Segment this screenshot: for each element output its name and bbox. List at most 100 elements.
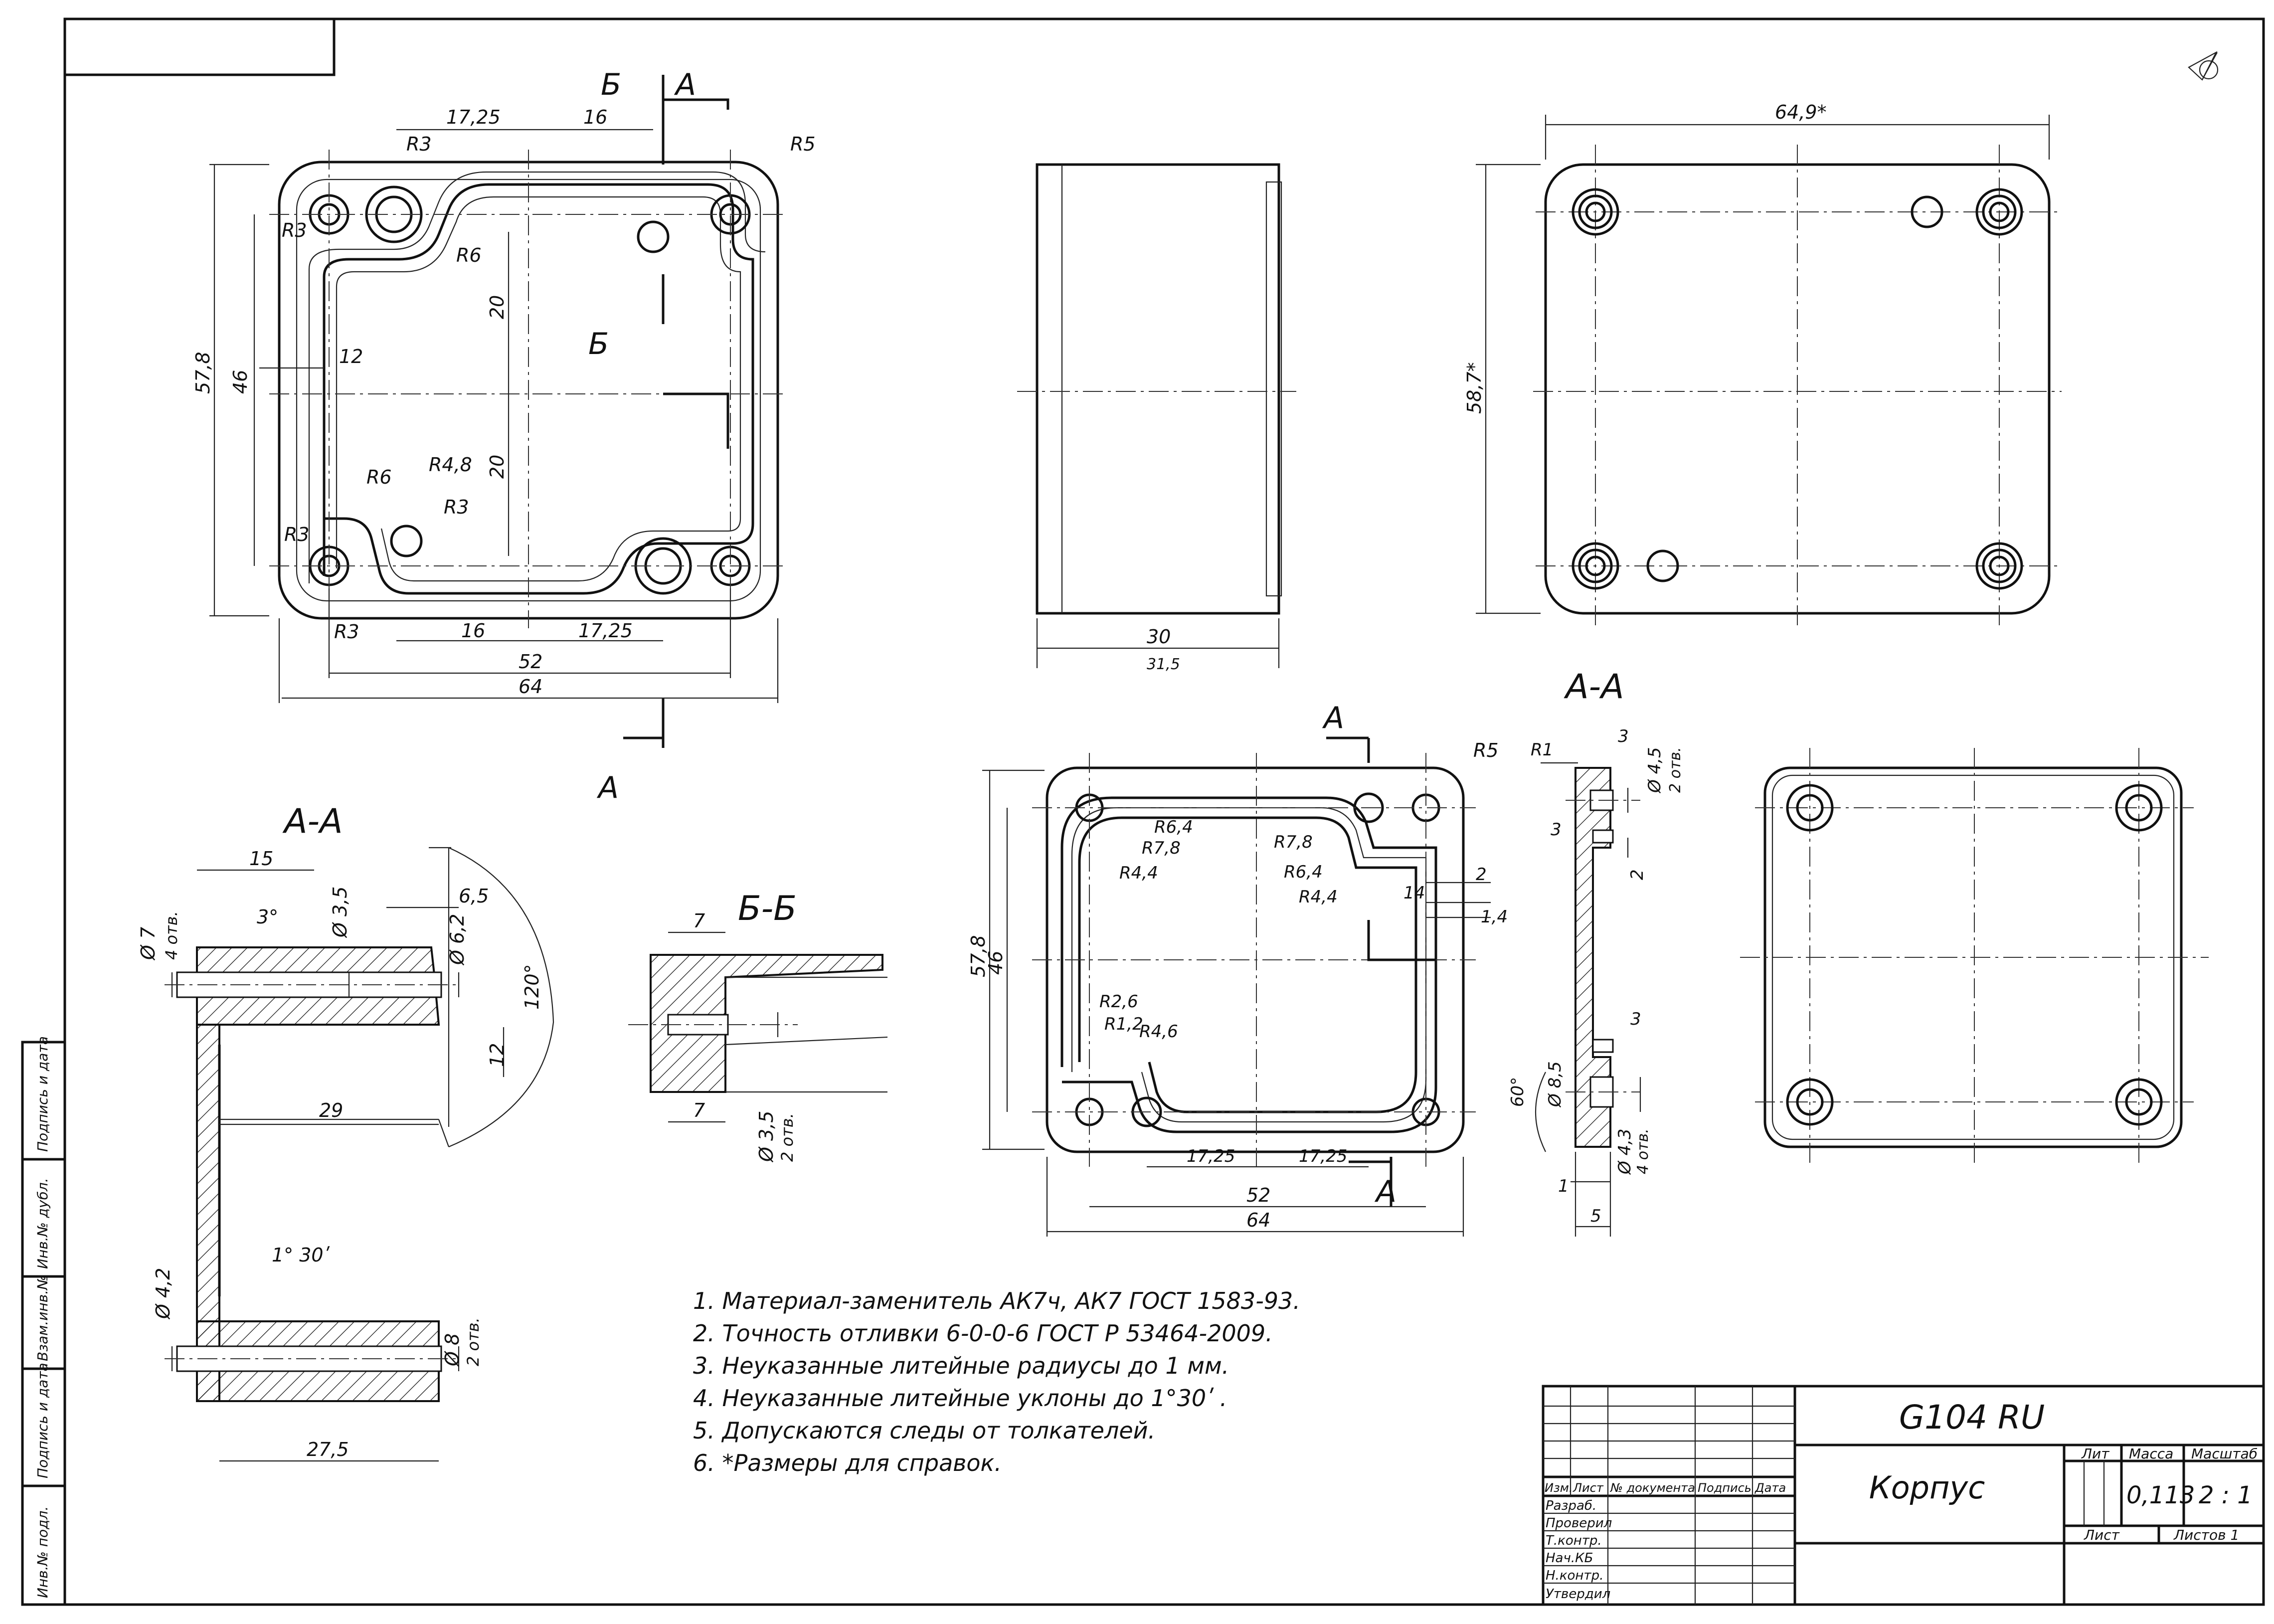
dimension-label: 2 отв. [778, 1113, 797, 1162]
dimension-label: R1 [1531, 740, 1553, 760]
dimension-label: Разраб. [1546, 1498, 1596, 1513]
back-view: 64,9* 58,7* [1463, 101, 2062, 628]
dimension-label: Т.контр. [1546, 1533, 1602, 1548]
dimension-label: 17,25 [1187, 1146, 1235, 1166]
section-aa-title: А-А [282, 802, 343, 841]
section-aa-left: А-А 15 3° Ø 3,5 6,5 Ø 6,2 Ø 7 [137, 802, 554, 1462]
side-stamp: Инв.№ подл. Подпись и дата Взам.инв.№ Ин… [21, 1036, 66, 1606]
dimension-label: 2 отв. [1667, 747, 1684, 793]
dimension-label: R6 [366, 466, 392, 488]
dimension-label: R7,8 [1274, 832, 1313, 852]
dimension-label: R1,2 [1104, 1014, 1143, 1034]
dimension-label: R5 [790, 133, 816, 155]
lid-section-aa: А-А R1 3 Ø 4,5 2 отв. 3 2 3 60° Ø 8,5 Ø … [1508, 667, 1684, 1237]
dimension-label: 58,7* [1463, 362, 1485, 414]
dimension-label: R6 [456, 244, 482, 266]
dimension-label: Масса [2129, 1445, 2173, 1462]
dimension-label: 5 [1590, 1206, 1601, 1226]
dimension-label: 17,25 [578, 620, 633, 642]
dimension-label: Изм. [1545, 1481, 1573, 1495]
dimension-label: R3 [406, 133, 432, 155]
dimension-label: 57,8 [967, 935, 989, 977]
dimension-label: 46 [985, 951, 1007, 975]
note-4: 4. Неуказанные литейные уклоны до 1°30ʹ … [693, 1385, 1227, 1412]
dimension-label: 2 отв. [464, 1317, 483, 1366]
dimension-label: Ø 6,2 [446, 914, 468, 966]
dimension-label: 20 [486, 455, 508, 479]
section-bb-title: Б-Б [738, 889, 797, 928]
side-view: 30 31,5 [1017, 163, 1296, 673]
dimension-label: Б [588, 327, 609, 361]
dimension-label: 64 [1246, 1209, 1270, 1231]
note-6: 6. *Размеры для справок. [693, 1449, 1002, 1476]
dimension-label: Листов 1 [2173, 1527, 2239, 1543]
dimension-label: Ø 3,5 [329, 887, 351, 938]
mass-value: 0,113 [2126, 1481, 2195, 1509]
stamp-sign-date-1: Подпись и дата [34, 1363, 51, 1478]
dimension-label: Лист [1573, 1481, 1604, 1495]
dimension-label: R4,4 [1299, 887, 1338, 907]
dimension-label: Подпись [1698, 1481, 1751, 1495]
dimension-label: 7 [693, 1099, 705, 1121]
dimension-label: 12 [486, 1043, 508, 1067]
dimension-label: 1° 30ʹ [272, 1244, 330, 1266]
stamp-inv-dubl: Инв.№ дубл. [34, 1178, 51, 1269]
dimension-label: 46 [229, 370, 251, 394]
dimension-label: Б [601, 67, 621, 102]
dimension-label: R3 [284, 524, 310, 545]
dimension-label: 7 [693, 910, 705, 932]
dimension-label: 60° [1508, 1077, 1528, 1107]
section-bb: Б-Б 7 7 Ø 3,5 2 отв. [628, 889, 888, 1163]
note-3: 3. Неуказанные литейные радиусы до 1 мм. [693, 1352, 1229, 1379]
dimension-label: 20 [486, 295, 508, 319]
dimension-label: 2 [1476, 865, 1487, 885]
dimension-label: Ø 4,3 [1615, 1128, 1635, 1175]
dimension-label: R6,4 [1284, 862, 1323, 882]
dimension-label: 17,25 [1299, 1146, 1347, 1166]
stamp-sign-date-2: Подпись и дата [34, 1036, 51, 1152]
dimension-label: 64 [519, 676, 542, 698]
note-5: 5. Допускаются следы от толкателей. [693, 1417, 1155, 1444]
dimension-label: Ø 8,5 [1545, 1061, 1565, 1108]
part-name: Корпус [1869, 1469, 1985, 1506]
dimension-label: Ø 4,5 [1645, 747, 1665, 794]
lid-section-title: А-А [1564, 667, 1624, 707]
dimension-label: 4 отв. [162, 911, 181, 960]
dimension-label: 3 [1630, 1009, 1641, 1029]
dimension-label: А [674, 67, 696, 102]
dimension-label: R6,4 [1154, 817, 1193, 837]
dimension-label: 3 [1551, 820, 1562, 840]
dimension-label: 4 отв. [1634, 1128, 1652, 1174]
dimension-label: Дата [1754, 1481, 1786, 1495]
title-block: G104 RU Корпус Лит Масса Масштаб 0,113 2… [1542, 1385, 2265, 1606]
dimension-label: 52 [1246, 1184, 1270, 1206]
dimension-label: 6,5 [459, 885, 489, 907]
dimension-label: Ø 4,2 [152, 1268, 174, 1320]
dimension-label: Утвердил [1546, 1587, 1610, 1602]
stamp-vzam-inv: Взам.инв.№ [34, 1275, 51, 1361]
dimension-label: R4,6 [1139, 1022, 1178, 1042]
dimension-label: 31,5 [1147, 656, 1180, 673]
dimension-label: 30 [1147, 626, 1171, 648]
dimension-label: 16 [461, 620, 485, 642]
dimension-label: Н.контр. [1546, 1568, 1603, 1583]
dimension-label: Ø 8 [441, 1333, 463, 1367]
dimension-label: Лист [2084, 1527, 2120, 1543]
stamp-inv-podl: Инв.№ подл. [34, 1506, 51, 1598]
dimension-label: R2,6 [1099, 992, 1138, 1012]
dimension-label: 16 [583, 106, 607, 128]
dimension-label: 1 [1558, 1176, 1569, 1196]
top-view: 57,8 46 17,25 16 R3 R5 R3 R6 20 20 12 R6… [192, 67, 816, 805]
dimension-label: R3 [282, 219, 307, 241]
dimension-label: А [1374, 1174, 1397, 1209]
dimension-label: 3 [1618, 726, 1629, 746]
dimension-label: Ø 7 [137, 927, 159, 961]
dimension-label: 27,5 [307, 1439, 349, 1460]
dimension-label: 1,4 [1481, 907, 1508, 927]
dimension-label: Лит [2081, 1445, 2109, 1462]
scale-value: 2 : 1 [2199, 1481, 2253, 1509]
lid-back-view [1740, 748, 2209, 1167]
dimension-label: R7,8 [1142, 838, 1181, 858]
dimension-label: 64,9* [1775, 101, 1827, 123]
